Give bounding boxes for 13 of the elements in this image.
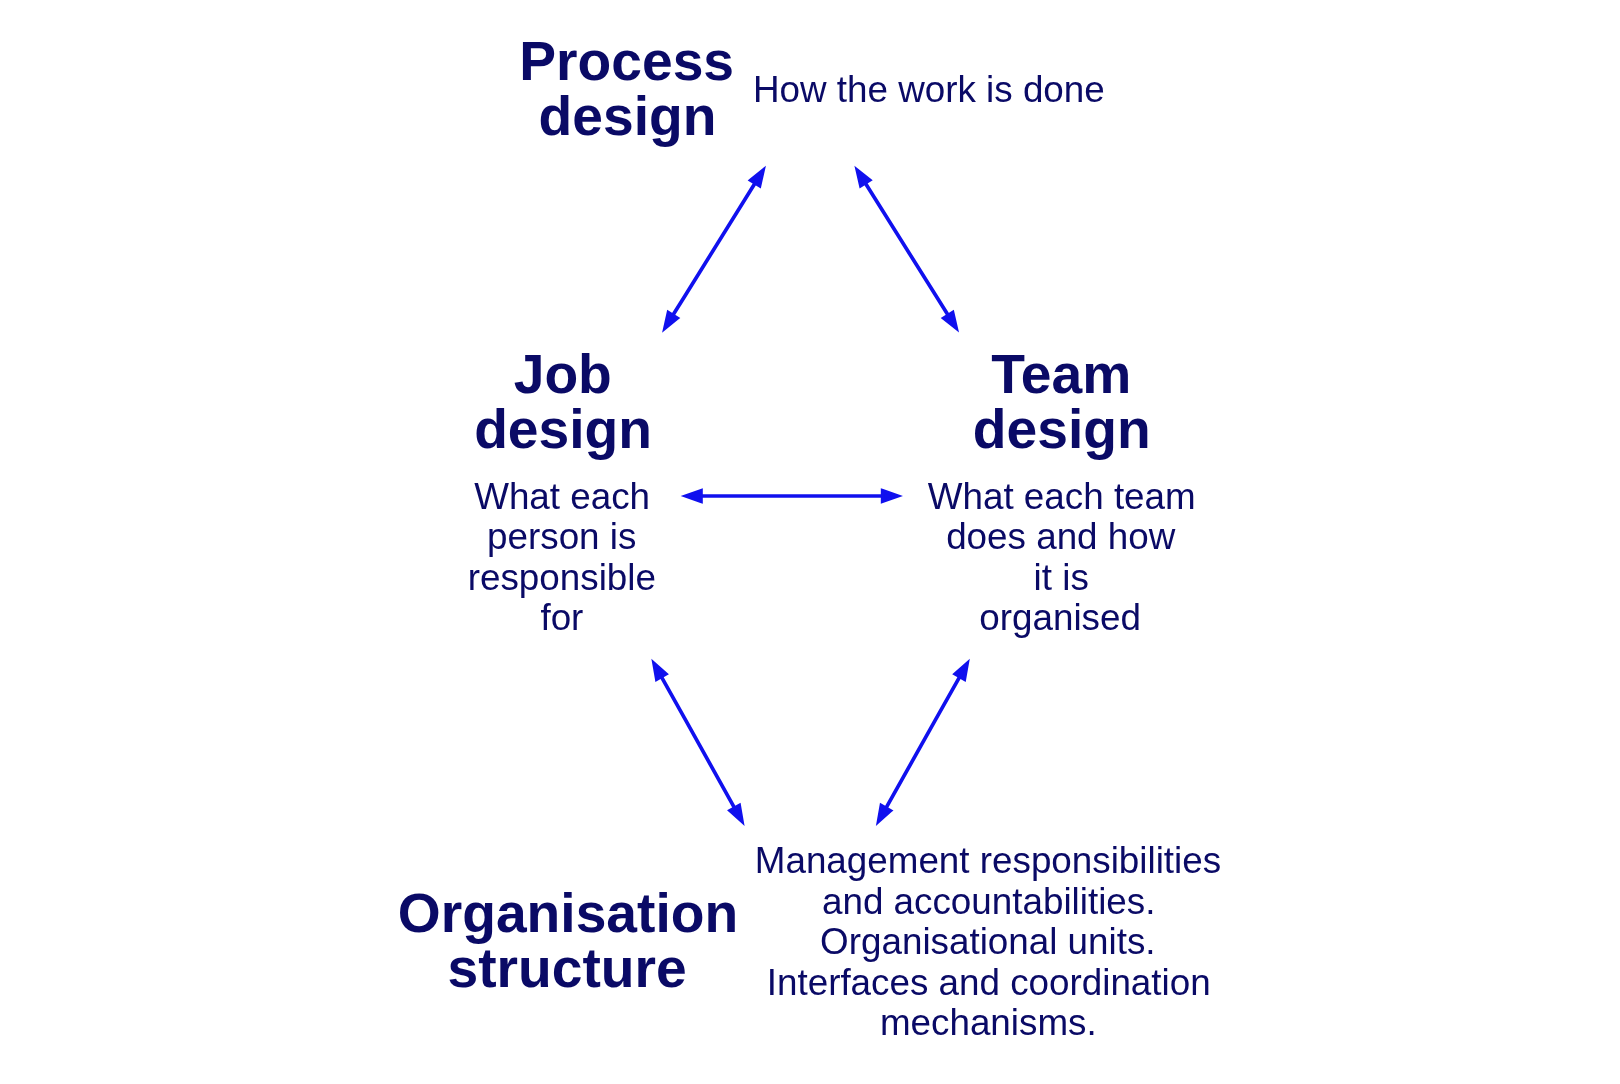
arrow <box>662 165 766 333</box>
node-label: How the work is done <box>752 69 1105 111</box>
arrow <box>854 165 960 333</box>
node-label: Management responsibilities and accountabilities. Organisational units. Interfaces and coordination mechanisms. <box>754 840 1222 1044</box>
node-text: Organisation structure <box>397 882 739 1000</box>
node-label: What each team does and how it is organised <box>927 475 1196 639</box>
node-text: Job design <box>474 342 653 461</box>
node-label: What each person is responsible for <box>467 475 656 639</box>
node-text: Team design <box>972 342 1151 461</box>
arrow <box>680 488 903 504</box>
arrow <box>651 658 745 826</box>
arrow <box>875 658 970 826</box>
node-text: Process design <box>519 30 735 148</box>
